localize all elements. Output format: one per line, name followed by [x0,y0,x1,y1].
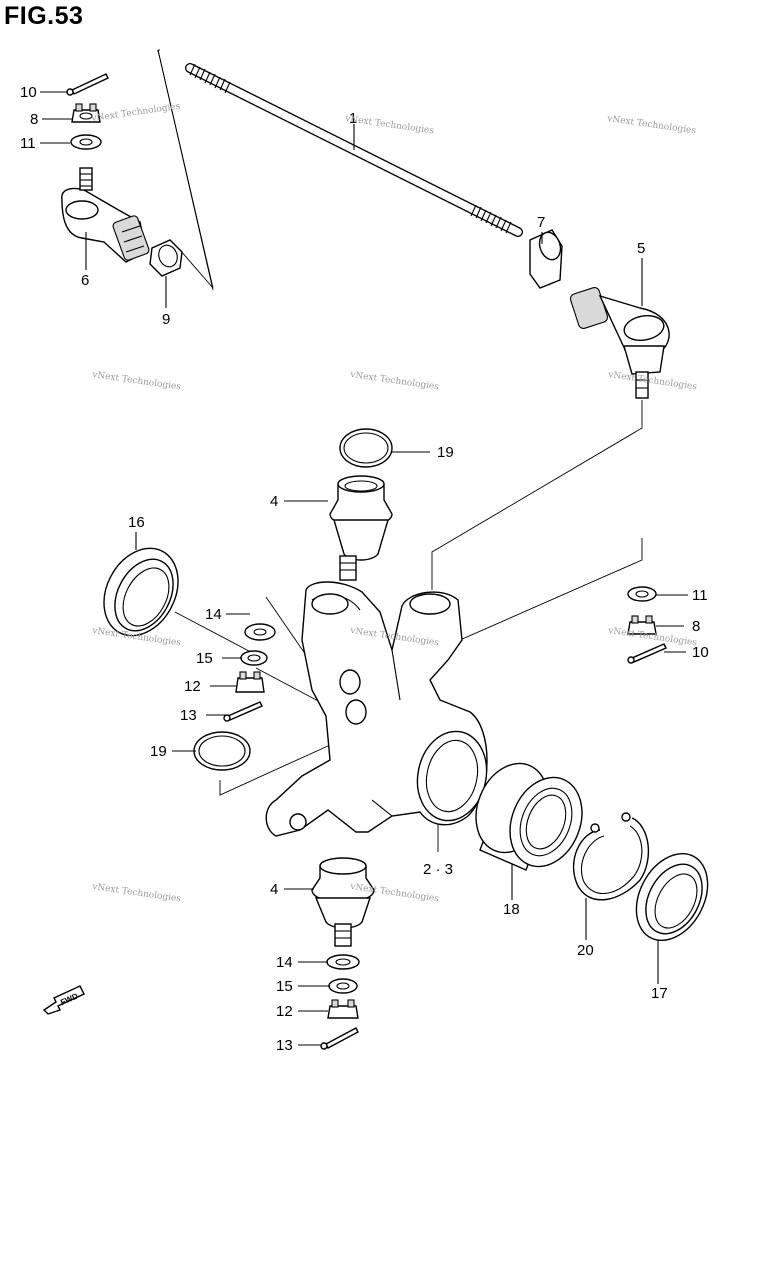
lock-nut-left [149,239,183,277]
callout-18: 18 [503,901,520,918]
callout-15-upper: 15 [196,650,213,667]
callout-2-3: 2 · 3 [423,861,453,878]
figure-title: FIG.53 [4,2,84,30]
cotter-pin-top-left [66,73,109,96]
watermark: vNext Technologies [607,370,698,393]
tie-rod-end-left [61,167,150,263]
washer-11-right [627,586,657,602]
callout-labels: 1 2 · 3 4 4 5 6 7 8 8 9 10 10 11 11 12 1… [20,84,709,1054]
castle-nut-12-lower [327,999,359,1019]
callout-8-left: 8 [30,111,38,128]
fwd-arrow-icon: FWD [42,985,85,1015]
callout-12-lower: 12 [276,1003,293,1020]
oil-seal-lower-right [635,852,709,942]
callout-11-left: 11 [20,135,36,152]
watermark: vNext Technologies [90,102,181,125]
wheel-bearing [475,762,583,871]
castle-nut-8-right [627,615,657,635]
washer-14-lower [326,954,360,970]
snap-ring-lower [193,731,251,771]
callout-16: 16 [128,514,145,531]
tie-rod-end-right [569,286,670,399]
callout-4-lower: 4 [270,881,278,898]
washer-14-upper [244,623,276,641]
callout-15-lower: 15 [276,978,293,995]
washer-15-lower [328,978,358,994]
callout-14-lower: 14 [276,954,293,971]
callout-13-lower: 13 [276,1037,293,1054]
ball-joint-upper [329,475,393,581]
washer-top-left [70,134,102,150]
callout-1: 1 [349,110,357,127]
cotter-pin-10-right [627,643,667,664]
callout-13-upper: 13 [180,707,197,724]
cotter-pin-13-lower [320,1027,359,1050]
callout-14-upper: 14 [205,606,222,623]
leader-lines [40,91,688,1046]
callout-10-right: 10 [692,644,709,661]
washer-15-upper [240,650,268,666]
reference-lines [157,49,643,852]
watermark: vNext Technologies [606,114,697,137]
callout-20: 20 [577,942,594,959]
lock-nut-right [529,229,563,289]
tie-rod-thread-right [470,204,512,234]
watermark: vNext Technologies [344,114,435,137]
tie-rod-thread-left [189,63,231,94]
ball-joint-lower [311,857,375,947]
watermark: vNext Technologies [349,370,440,393]
watermark: vNext Technologies [91,882,182,905]
cotter-pin-13-upper [223,701,263,722]
callout-19-lower: 19 [150,743,167,760]
callout-4-upper: 4 [270,493,278,510]
callout-9: 9 [162,311,170,328]
snap-ring-upper [339,428,393,468]
callout-19-upper: 19 [437,444,454,461]
callout-7: 7 [537,214,545,231]
circlip [572,812,650,901]
callout-6: 6 [81,272,89,289]
callout-8-right: 8 [692,618,700,635]
callout-5: 5 [637,240,645,257]
castle-nut-12-upper [235,671,265,693]
watermark: vNext Technologies [91,370,182,393]
callout-10-left: 10 [20,84,37,101]
callout-11-right: 11 [692,587,708,604]
callout-17: 17 [651,985,668,1002]
steering-knuckle [265,581,488,837]
castle-nut-top-left [71,103,101,123]
callout-12-upper: 12 [184,678,201,695]
oil-seal-upper-left [103,547,179,637]
